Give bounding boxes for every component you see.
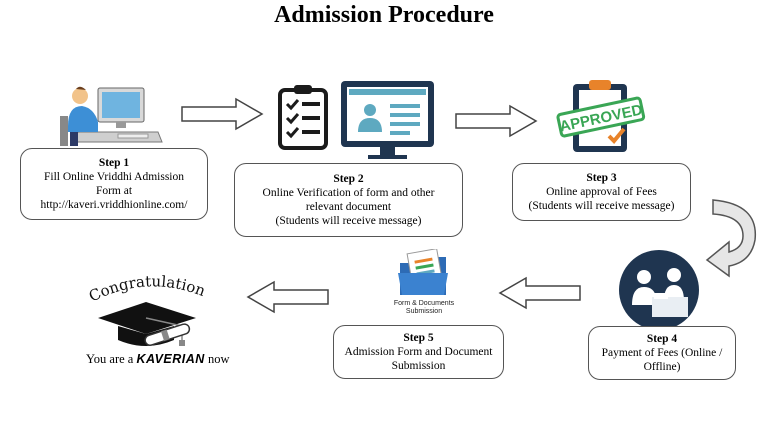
step-2-line: Online Verification of form and other bbox=[262, 187, 435, 199]
step-2-line: (Students will receive message) bbox=[275, 215, 422, 227]
final-message: You are a KAVERIAN now bbox=[86, 352, 229, 367]
arrow-left-icon bbox=[498, 276, 581, 310]
form-folder-icon bbox=[398, 249, 448, 295]
form-icon-label-line: Form & Documents bbox=[393, 300, 455, 307]
step-5-title: Step 5 bbox=[403, 332, 434, 344]
step-4-box: Step 4 Payment of Fees (Online / Offline… bbox=[588, 326, 736, 380]
final-message-suffix: now bbox=[204, 352, 230, 366]
step-1-line: Fill Online Vriddhi Admission bbox=[44, 171, 184, 183]
step-4-title: Step 4 bbox=[646, 333, 678, 345]
curved-arrow-icon bbox=[705, 199, 757, 278]
checklist-clipboard-icon bbox=[278, 85, 328, 150]
step-1-line: http://kaveri.vriddhionline.com/ bbox=[40, 199, 188, 211]
step-2-title: Step 2 bbox=[333, 173, 364, 185]
step-3-box: Step 3 Online approval of Fees (Students… bbox=[512, 163, 691, 221]
final-message-prefix: You are a bbox=[86, 352, 137, 366]
approved-clipboard-icon: APPROVED bbox=[556, 80, 646, 152]
step-2-box: Step 2 Online Verification of form and o… bbox=[234, 163, 463, 237]
step-3-title: Step 3 bbox=[586, 172, 617, 184]
step-5-line: Admission Form and Document bbox=[344, 346, 493, 358]
congratulations-text: Congratulations bbox=[84, 272, 208, 305]
step-4-line: Offline) bbox=[643, 361, 681, 373]
step-4-line: Payment of Fees (Online / bbox=[601, 347, 723, 359]
arrow-right-icon bbox=[181, 97, 264, 131]
computer-user-icon bbox=[60, 86, 163, 146]
final-message-brand: KAVERIAN bbox=[136, 352, 205, 366]
arrow-left-icon bbox=[246, 280, 329, 314]
step-1-line: Form at bbox=[95, 185, 133, 197]
step-3-line: Online approval of Fees bbox=[546, 186, 657, 198]
page-title: Admission Procedure bbox=[274, 2, 494, 28]
monitor-profile-icon bbox=[341, 81, 434, 159]
form-icon-label-line: Submission bbox=[405, 308, 443, 315]
step-1-box: Step 1 Fill Online Vriddhi Admission For… bbox=[20, 148, 208, 220]
step-5-box: Step 5 Admission Form and Document Submi… bbox=[333, 325, 504, 379]
step-1-title: Step 1 bbox=[98, 157, 130, 169]
form-icon-label: Form & Documents Submission bbox=[382, 300, 466, 316]
step-5-line: Submission bbox=[391, 360, 446, 372]
step-2-line: relevant document bbox=[305, 201, 392, 213]
arrow-right-icon bbox=[455, 104, 538, 138]
step-3-line: (Students will receive message) bbox=[528, 200, 675, 212]
graduation-cap-icon: Congratulations bbox=[84, 272, 208, 346]
svg-text:Congratulations: Congratulations bbox=[84, 272, 208, 305]
payment-counter-icon bbox=[619, 250, 699, 330]
